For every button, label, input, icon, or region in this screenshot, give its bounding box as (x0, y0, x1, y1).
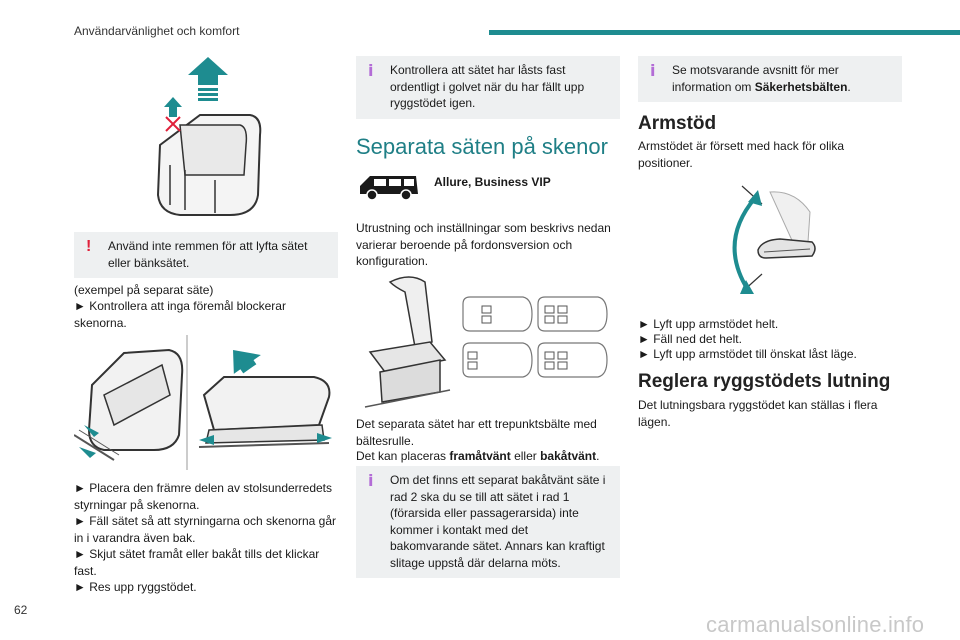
seat-on-rails-illustration (74, 335, 332, 470)
info-text-link: Säkerhetsbälten (754, 79, 848, 94)
info-icon: i (650, 61, 656, 80)
belt-text: Det separata sätet har ett trepunktsbält… (356, 417, 597, 448)
placement-forward: framåtvänt (449, 449, 511, 463)
backrest-text: Det lutningsbara ryggstödet kan ställas … (638, 398, 878, 429)
seat-configuration-illustration (364, 276, 608, 408)
section-heading: Separata säten på skenor (356, 134, 608, 159)
arrow-up-icon (164, 57, 228, 117)
step-check-rails: ► Kontrollera att inga föremål blockerar… (74, 299, 286, 330)
warning-icon: ! (86, 238, 92, 255)
watermark: carmanualsonline.info (706, 612, 925, 637)
arm-step-item: ► Fäll ned det helt. (638, 332, 742, 346)
placement-pre: Det kan placeras (356, 449, 450, 463)
page-number: 62 (14, 603, 28, 617)
arrow-icon (748, 190, 762, 206)
intro-text: Utrustning och inställningar som beskriv… (356, 221, 611, 268)
arm-step-item: ► Lyft upp armstödet helt. (638, 317, 779, 331)
van-icon (360, 176, 418, 201)
example-caption: (exempel på separat säte) (74, 283, 214, 297)
seat-lift-illustration (156, 57, 262, 216)
info-text-end: . (847, 79, 851, 94)
info-box-bottom: i Om det finns ett separat bakåtvänt sät… (356, 466, 620, 578)
arm-step-item: ► Lyft upp armstödet till önskat låst lä… (638, 347, 857, 361)
step-list-item: ► Res upp ryggstödet. (74, 580, 197, 594)
versions-label: Allure, Business VIP (434, 175, 551, 189)
step-list-item: ► Fäll sätet så att styrningarna och ske… (74, 514, 337, 545)
placement-end: . (596, 449, 600, 463)
header-accent-bar (489, 30, 960, 35)
info-icon: i (368, 471, 374, 490)
warning-box: ! Använd inte remmen för att lyfta sätet… (74, 232, 338, 278)
placement-or: eller (510, 449, 541, 463)
placement-backward: bakåtvänt (540, 449, 597, 463)
armrest-illustration (732, 185, 816, 294)
info-text: Kontrollera att sätet har låsts fast ord… (390, 63, 585, 110)
info-icon: i (368, 61, 374, 80)
armrest-text: Armstödet är försett med hack för olika … (638, 139, 845, 170)
info-text-pre: Se motsvarande avsnitt för mer informati… (672, 63, 839, 94)
arrow-icon (740, 280, 754, 294)
step-list-item: ► Skjut sätet framåt eller bakåt tills d… (74, 547, 320, 578)
info-text: Om det finns ett separat bakåtvänt säte … (390, 473, 606, 570)
warning-text: Använd inte remmen för att lyfta sätet e… (108, 239, 308, 270)
armrest-heading: Armstöd (638, 113, 717, 134)
step-list-item: ► Placera den främre delen av stolsunder… (74, 481, 333, 512)
header-section-title: Användarvänlighet och komfort (74, 24, 240, 38)
info-box-top: i Kontrollera att sätet har låsts fast o… (356, 56, 620, 119)
info-box-seatbelt: i Se motsvarande avsnitt för mer informa… (638, 56, 902, 102)
backrest-heading: Reglera ryggstödets lutning (638, 371, 891, 392)
placement-text: Det kan placeras framåtvänt eller bakåtv… (356, 448, 620, 465)
